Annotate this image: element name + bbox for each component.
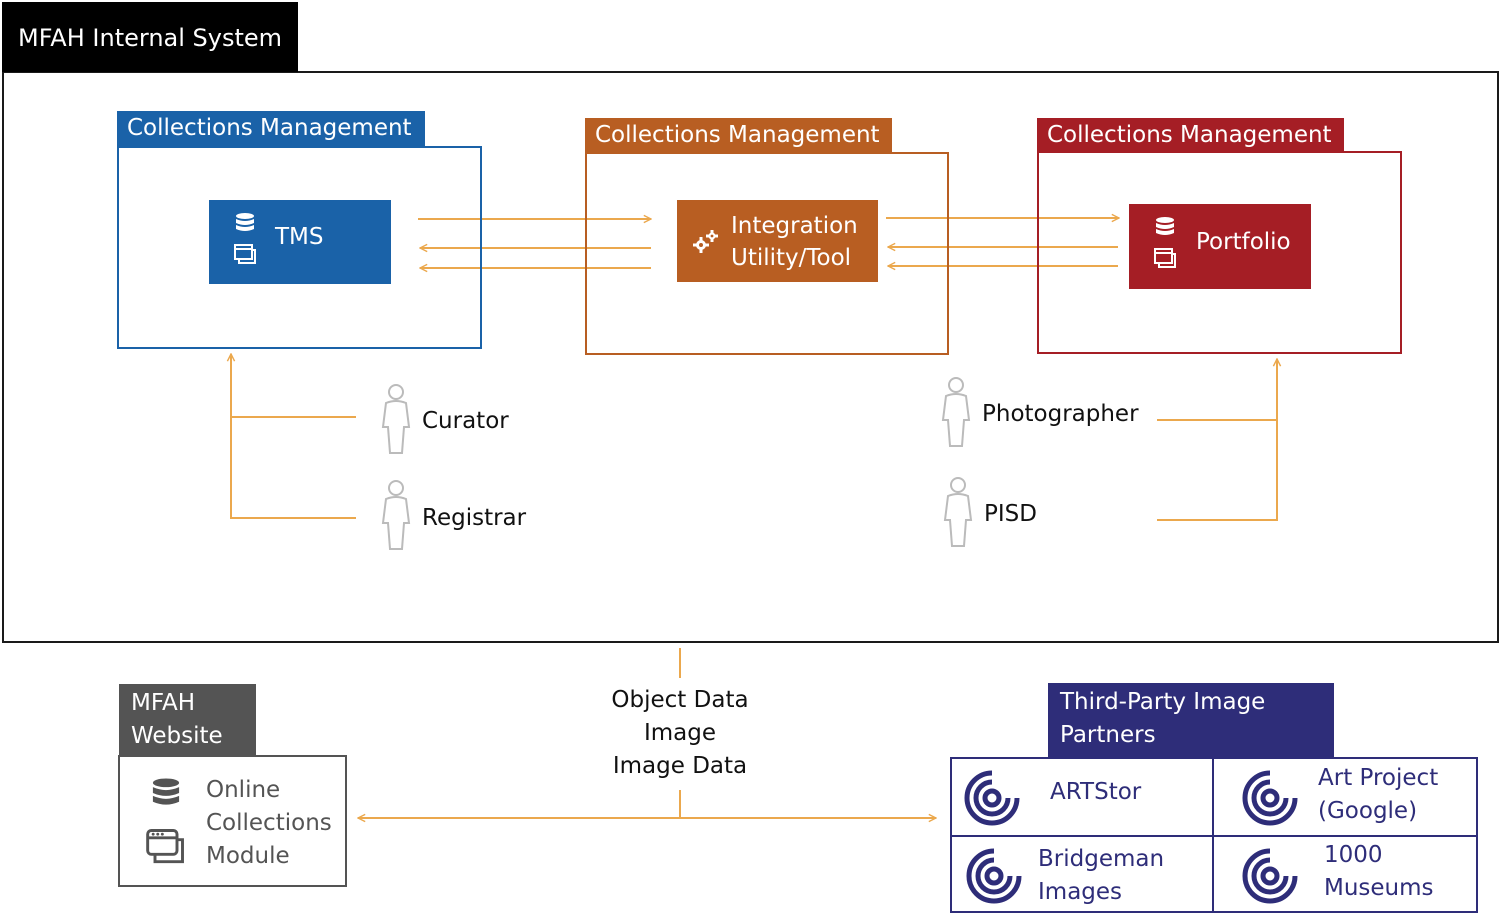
user-curator: Curator xyxy=(422,408,509,434)
target-logo-icon xyxy=(964,770,1020,826)
database-icon xyxy=(236,213,254,231)
connector-pisd-to-portfolio xyxy=(1157,359,1277,521)
partner-bridgeman: Bridgeman Images xyxy=(1038,846,1165,905)
cm-integration-title: Collections Management xyxy=(585,118,892,153)
integration-label: Integration Utility/Tool xyxy=(731,213,858,271)
internal-system-box xyxy=(2,71,1499,643)
data-flow-label: Object Data Image Image Data xyxy=(611,687,749,779)
user-registrar: Registrar xyxy=(422,505,527,531)
gears-icon xyxy=(693,230,718,253)
target-logo-icon xyxy=(1242,848,1298,904)
cm-tms-box xyxy=(117,146,482,349)
database-icon xyxy=(1156,217,1174,235)
partners-divider-h xyxy=(952,835,1476,837)
person-icon xyxy=(381,480,411,550)
connector-registrar-to-tms xyxy=(231,354,356,519)
window-icon xyxy=(234,244,256,264)
partner-artstor: ARTStor xyxy=(1050,779,1142,805)
website-box: Online Collections Module xyxy=(118,755,347,887)
database-icon xyxy=(152,778,180,805)
partners-title: Third-Party Image Partners xyxy=(1048,683,1334,758)
integration-node: Integration Utility/Tool xyxy=(677,200,878,282)
cm-tms-title: Collections Management xyxy=(117,111,425,147)
internal-system-title: MFAH Internal System xyxy=(2,2,298,72)
person-icon xyxy=(943,477,973,547)
cm-integration-box xyxy=(585,152,949,355)
target-logo-icon xyxy=(966,848,1022,904)
website-title: MFAH Website xyxy=(119,684,256,756)
user-photographer: Photographer xyxy=(982,401,1139,427)
user-pisd: PISD xyxy=(984,501,1037,527)
person-icon xyxy=(941,377,971,447)
portfolio-node: Portfolio xyxy=(1129,204,1311,289)
window-icon xyxy=(146,829,184,864)
tms-label: TMS xyxy=(275,224,324,250)
tms-node: TMS xyxy=(209,200,391,284)
cm-portfolio-title: Collections Management xyxy=(1037,118,1344,153)
target-logo-icon xyxy=(1242,770,1298,826)
website-module-label: Online Collections Module xyxy=(206,777,332,869)
partner-art-project: Art Project (Google) xyxy=(1318,765,1439,824)
person-icon xyxy=(381,384,411,454)
partners-box: ARTStor Art Project (Google) Bridgeman I… xyxy=(950,757,1478,913)
portfolio-label: Portfolio xyxy=(1196,229,1291,255)
partner-1000-museums: 1000 Museums xyxy=(1324,842,1434,901)
window-icon xyxy=(1154,248,1176,268)
